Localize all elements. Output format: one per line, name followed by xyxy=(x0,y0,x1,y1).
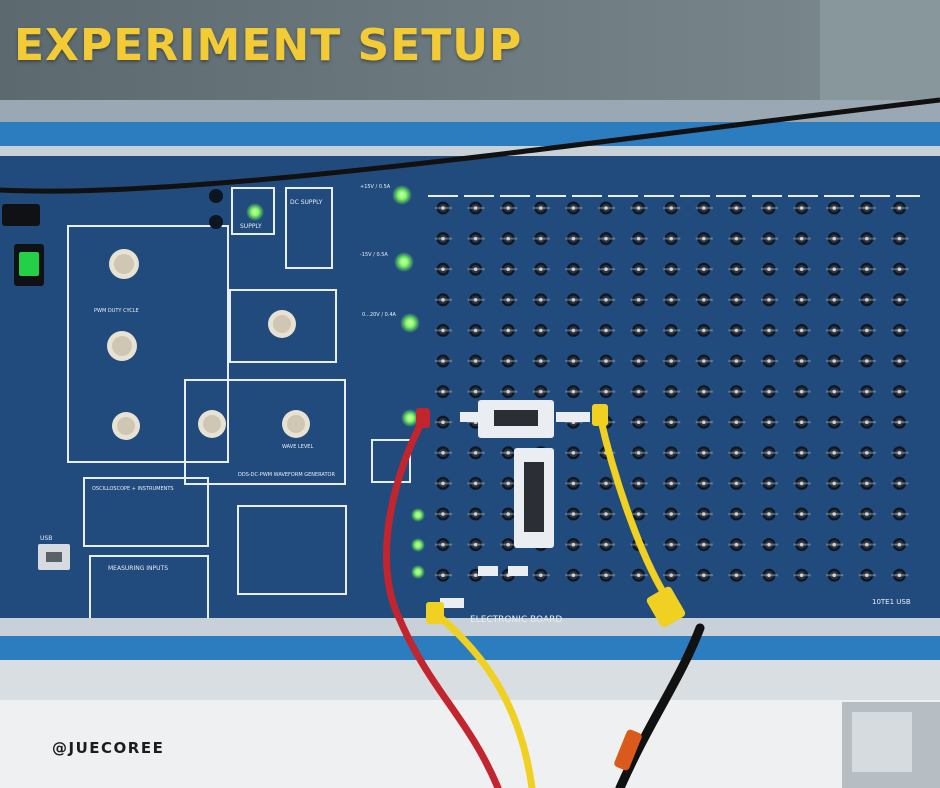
probe-icon xyxy=(614,623,705,788)
potentiometer-knob-icon xyxy=(107,249,310,440)
page-title: EXPERIMENT SETUP xyxy=(14,20,523,71)
author-handle: @JUECOREE xyxy=(52,739,165,757)
